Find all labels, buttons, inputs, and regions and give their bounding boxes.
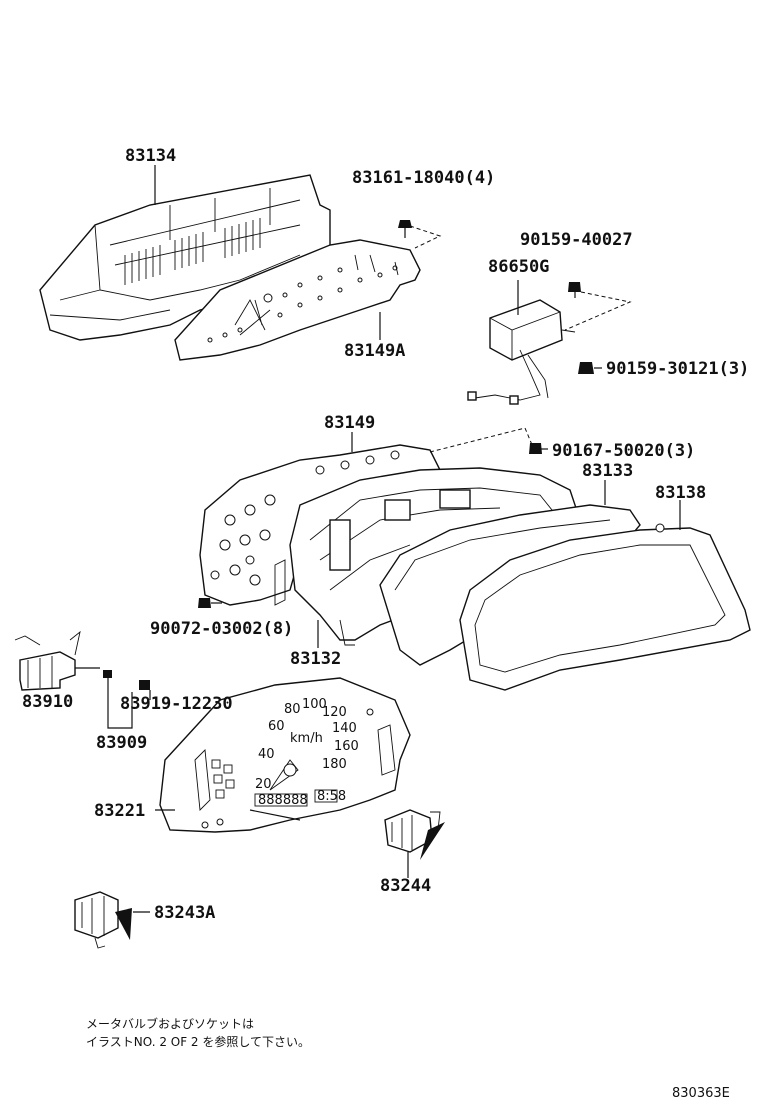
note-line-2: イラストNO. 2 OF 2 を参照して下さい。 xyxy=(86,1034,310,1049)
label-83133: 83133 xyxy=(582,461,633,481)
label-86650g: 86650G xyxy=(488,257,549,277)
label-83243a: 83243A xyxy=(154,903,215,923)
tick-label: 120 xyxy=(322,705,347,720)
label-83910: 83910 xyxy=(22,692,73,712)
tick-label: 20 xyxy=(255,777,272,792)
label-83138: 83138 xyxy=(655,483,706,503)
gauge-face-83221: 20 40 60 80 100 120 140 160 180 km/h 888… xyxy=(159,677,411,833)
label-83149: 83149 xyxy=(324,413,375,433)
label-90159-30121: 90159-30121(3) xyxy=(606,359,749,379)
figure-code: 830363E xyxy=(672,1086,730,1101)
bulb-socket-icon xyxy=(384,809,445,860)
tick-label: 180 xyxy=(322,757,347,772)
screw-icon xyxy=(529,443,542,454)
leader-lines xyxy=(133,165,681,913)
circuit-board-83149a xyxy=(174,239,421,361)
label-83919: 83919-12230 xyxy=(120,694,233,714)
label-83244: 83244 xyxy=(380,876,431,896)
label-83149a: 83149A xyxy=(344,341,405,361)
label-90159-40027: 90159-40027 xyxy=(520,230,633,250)
label-90167: 90167-50020(3) xyxy=(552,441,695,461)
screw-icon xyxy=(103,670,112,678)
housing-grille xyxy=(124,218,261,285)
speed-unit: km/h xyxy=(290,731,323,746)
odometer-display: 888888 xyxy=(258,793,308,808)
label-83909: 83909 xyxy=(96,733,147,753)
label-83221: 83221 xyxy=(94,801,145,821)
bulb-socket-icon xyxy=(74,891,132,949)
screw-icon xyxy=(198,598,211,608)
label-90072: 90072-03002(8) xyxy=(150,619,293,639)
screw-icon xyxy=(398,220,412,238)
board-holes xyxy=(210,450,400,586)
label-83134: 83134 xyxy=(125,146,176,166)
trip-display: 8:58 xyxy=(317,789,346,804)
bezel-83138 xyxy=(459,523,751,691)
label-83161: 83161-18040(4) xyxy=(352,168,495,188)
tick-label: 140 xyxy=(332,721,357,736)
housing-83134 xyxy=(39,174,331,341)
tick-label: 40 xyxy=(258,747,275,762)
buzzer-86650g xyxy=(467,299,576,405)
screw-icon xyxy=(139,680,150,690)
screw-icon xyxy=(568,282,581,298)
note-line-1: メータバルブおよびソケットは xyxy=(86,1016,254,1031)
tick-label: 80 xyxy=(284,702,301,717)
tick-label: 60 xyxy=(268,719,285,734)
tick-label: 160 xyxy=(334,739,359,754)
board-holes xyxy=(207,265,398,343)
label-83132: 83132 xyxy=(290,649,341,669)
connector-icon xyxy=(14,630,100,691)
warning-lamps xyxy=(211,759,235,799)
screw-icon xyxy=(578,362,594,374)
tick-label: 100 xyxy=(302,697,327,712)
